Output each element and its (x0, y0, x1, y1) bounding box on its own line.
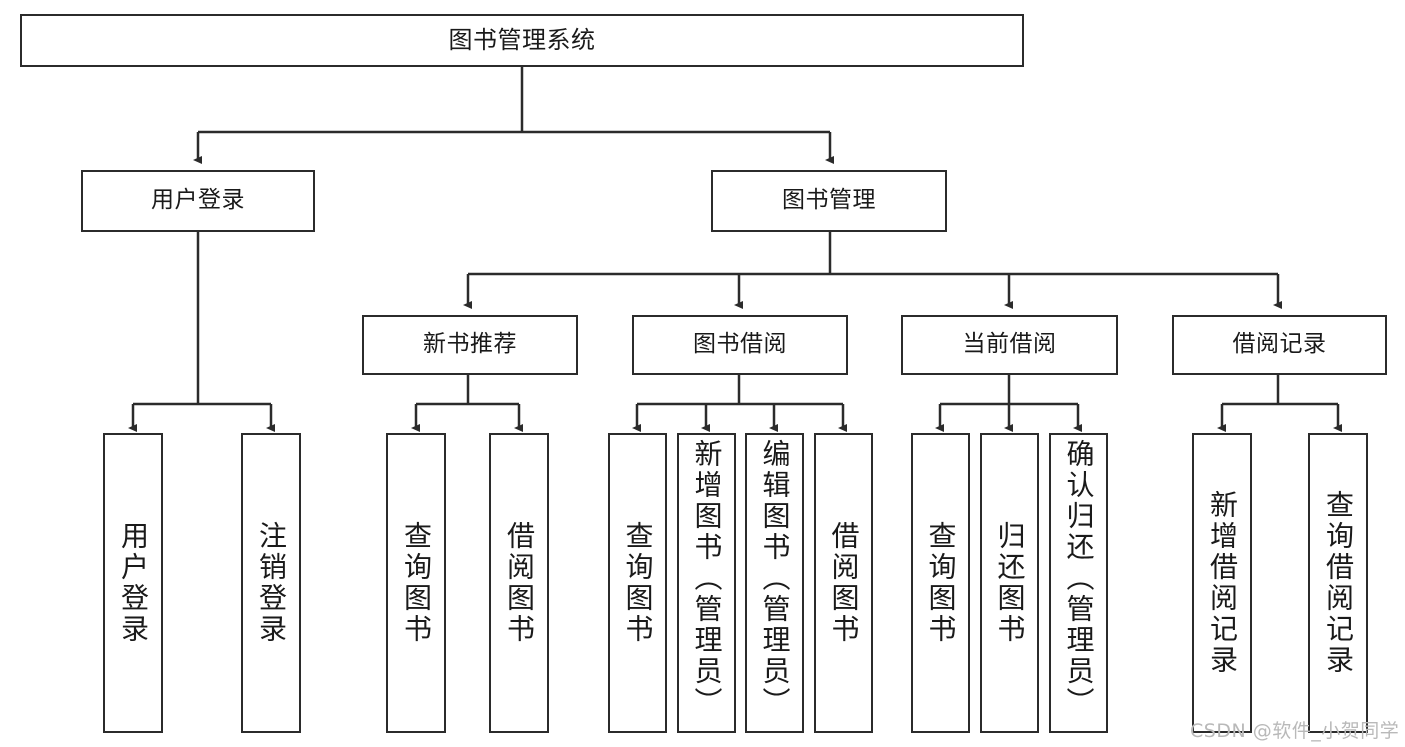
leaf-add-book-admin[interactable]: 新增图书（管理员） (677, 433, 736, 733)
node-label: 查询图书 (400, 521, 433, 645)
leaf-add-borrow-record[interactable]: 新增借阅记录 (1192, 433, 1252, 733)
node-book-management[interactable]: 图书管理 (711, 170, 947, 232)
node-new-book-recommend[interactable]: 新书推荐 (362, 315, 578, 375)
watermark-csdn: CSDN @软件_小贺同学 (1190, 720, 1400, 742)
node-label: 图书管理系统 (448, 26, 596, 55)
leaf-user-login[interactable]: 用户登录 (103, 433, 163, 733)
node-root-system[interactable]: 图书管理系统 (20, 14, 1024, 67)
node-label: 新书推荐 (423, 331, 517, 358)
leaf-query-book-current[interactable]: 查询图书 (911, 433, 970, 733)
node-label: 查询借阅记录 (1322, 490, 1355, 676)
leaf-confirm-return-admin[interactable]: 确认归还（管理员） (1049, 433, 1108, 733)
node-label: 注销登录 (255, 521, 288, 645)
node-label: 查询图书 (924, 521, 958, 645)
node-current-borrow[interactable]: 当前借阅 (901, 315, 1118, 375)
node-label: 编辑图书（管理员） (758, 439, 792, 718)
node-label: 借阅记录 (1232, 331, 1327, 358)
node-label: 新增图书（管理员） (690, 439, 724, 718)
node-book-borrow[interactable]: 图书借阅 (632, 315, 848, 375)
leaf-borrow-book-recommend[interactable]: 借阅图书 (489, 433, 549, 733)
leaf-edit-book-admin[interactable]: 编辑图书（管理员） (745, 433, 804, 733)
leaf-query-book-borrow[interactable]: 查询图书 (608, 433, 667, 733)
leaf-return-book[interactable]: 归还图书 (980, 433, 1039, 733)
node-label: 图书管理 (782, 187, 876, 214)
node-label: 借阅图书 (827, 521, 861, 645)
node-label: 确认归还（管理员） (1062, 439, 1096, 718)
leaf-user-logout[interactable]: 注销登录 (241, 433, 301, 733)
node-label: 查询图书 (621, 521, 655, 645)
node-label: 图书借阅 (693, 331, 787, 358)
node-label: 当前借阅 (962, 331, 1057, 358)
node-label: 新增借阅记录 (1206, 490, 1239, 676)
leaf-query-borrow-record[interactable]: 查询借阅记录 (1308, 433, 1368, 733)
node-label: 借阅图书 (503, 521, 536, 645)
node-label: 用户登录 (117, 521, 150, 645)
node-user-login[interactable]: 用户登录 (81, 170, 315, 232)
leaf-query-book-recommend[interactable]: 查询图书 (386, 433, 446, 733)
node-borrow-records[interactable]: 借阅记录 (1172, 315, 1387, 375)
node-label: 用户登录 (151, 187, 245, 214)
node-label: 归还图书 (993, 521, 1027, 645)
leaf-borrow-book[interactable]: 借阅图书 (814, 433, 873, 733)
